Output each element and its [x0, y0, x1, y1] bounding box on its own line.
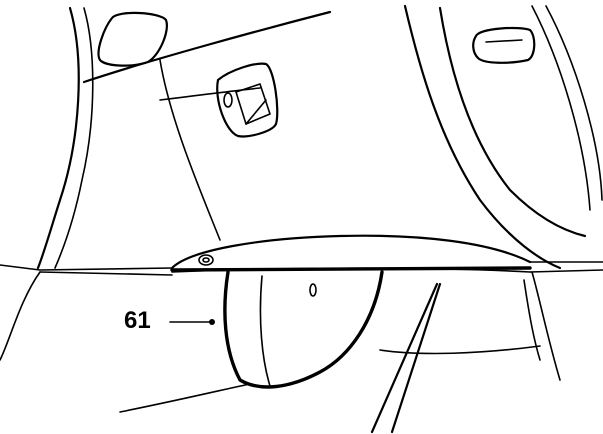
- trim-clip: [198, 254, 214, 266]
- belt-latch-slot: [235, 83, 271, 125]
- top-left-handle: [97, 11, 168, 67]
- callout-label-61: 61: [124, 307, 151, 334]
- belt-latch-button: [223, 92, 233, 108]
- left-pillar-inner: [54, 7, 94, 269]
- lower-cover-hole: [309, 283, 317, 297]
- top-right-handle-inner: [485, 39, 523, 43]
- belt-latch-slot-diag: [245, 99, 267, 125]
- panel-crease: [159, 59, 221, 241]
- right-door-frame-outer: [403, 4, 562, 270]
- lower-floor-contour-right: [379, 345, 541, 355]
- right-window-edge-2: [545, 5, 603, 201]
- lower-floor-contour-mid: [119, 383, 251, 413]
- right-door-frame-inner: [438, 6, 587, 238]
- top-right-handle: [472, 26, 536, 64]
- sill-trim-top: [170, 234, 532, 270]
- lower-cover-panel: [223, 270, 384, 389]
- callout-leader-dot: [209, 319, 215, 325]
- right-lower-pillar-2: [523, 279, 541, 361]
- belt-latch-housing: [216, 62, 279, 138]
- lower-cover-fold: [259, 275, 271, 387]
- floor-line-left-lower: [39, 271, 173, 276]
- pry-tool-shaft-b: [390, 282, 442, 434]
- floor-line-left: [0, 264, 173, 271]
- upper-panel-edge: [82, 10, 332, 84]
- right-lower-pillar: [531, 271, 561, 381]
- sill-trim-bottom: [171, 267, 531, 273]
- left-pillar-outline: [36, 6, 80, 270]
- pry-tool-shaft-a: [370, 282, 439, 434]
- lower-floor-contour-left: [0, 271, 41, 361]
- right-window-edge: [531, 5, 591, 211]
- trim-clip-center: [202, 257, 210, 263]
- floor-line-right-lower: [529, 269, 603, 273]
